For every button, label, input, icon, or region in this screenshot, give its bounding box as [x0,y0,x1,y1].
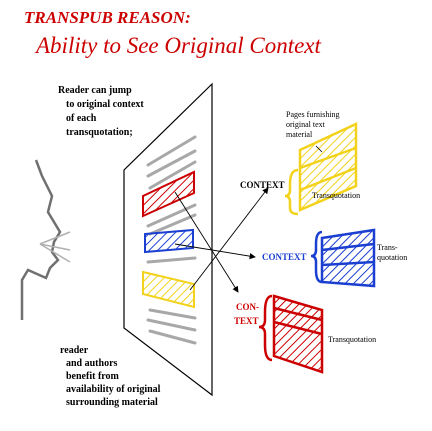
screen-blue-quote [144,228,194,254]
pages-note-3: material [286,130,313,139]
pages-pointer [315,145,323,153]
bottom-doc-page [272,294,324,374]
jump-note-1: Reader can jump [58,85,132,96]
eye-rays [39,231,71,263]
bottom-doc-bracket [258,294,273,362]
title-line2: Ability to See Original Context [36,33,321,58]
context-label-top: CONTEXT [240,180,285,190]
benefit-note-3: benefit from [66,371,119,382]
benefit-note-4: availability of original [66,384,161,395]
benefit-note-2: and authors [66,358,118,369]
context-label-middle: CONTEXT [262,252,307,262]
jump-note-3: of each [66,113,97,124]
context-label-bottom-2: TEXT [234,316,259,326]
doc-label-bottom: Transquotation [328,335,377,344]
middle-doc-bracket [310,230,323,284]
middle-doc-page [320,228,376,288]
doc-label-top: Transquotation [312,191,361,200]
doc-label-middle-1: Trans- [377,243,398,252]
benefit-note-1: reader [60,345,89,356]
screen-yellow-quote [142,270,195,309]
screen-red-quote [142,170,195,218]
middle-context-doc [310,228,376,288]
bottom-context-doc [258,294,324,374]
face-profile [20,159,62,320]
context-arrows [174,187,269,293]
top-doc-bracket [284,168,299,216]
title-line1: TRANSPUB REASON: [24,8,191,27]
pages-note-2: original text [286,120,325,129]
pages-note-1: Pages furnishing [286,110,340,119]
top-context-doc [284,122,358,216]
jump-note-2: to original context [66,99,144,110]
doc-label-middle-2: quotation [377,253,408,262]
jump-note-4: transquotation; [66,127,133,138]
screen-text-lines [146,135,197,345]
benefit-note-5: surrounding material [66,397,158,408]
context-label-bottom-1: CON- [236,302,259,312]
